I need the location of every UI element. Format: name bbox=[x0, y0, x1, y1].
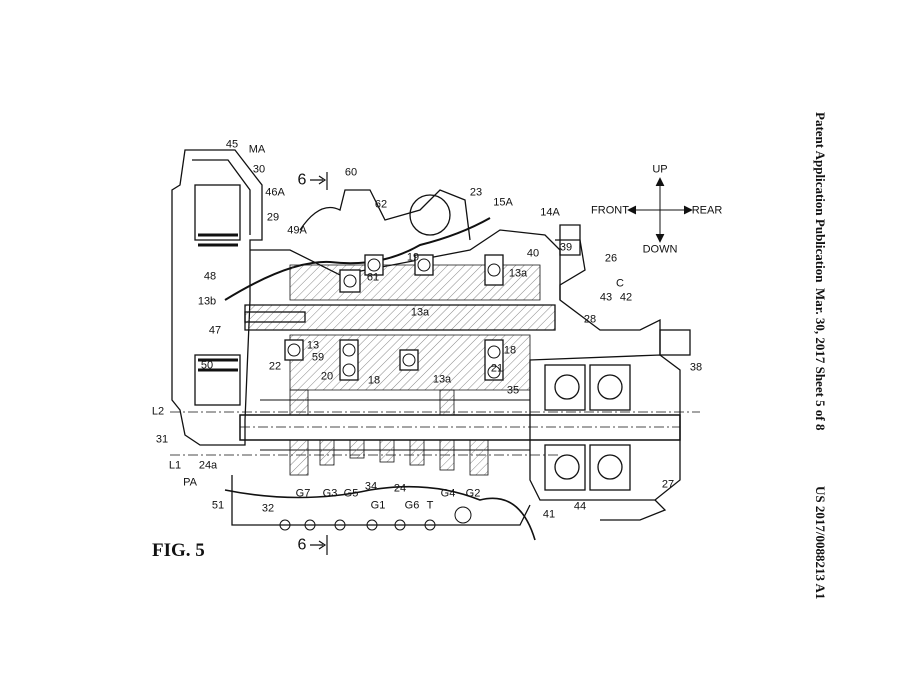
ref-label: 41 bbox=[542, 508, 556, 521]
ref-label: 31 bbox=[155, 433, 169, 446]
direction-down-label: DOWN bbox=[642, 243, 678, 256]
ref-label: 29 bbox=[266, 211, 280, 224]
ref-label: 24a bbox=[198, 459, 218, 472]
ref-label: G2 bbox=[465, 487, 481, 500]
ref-label: 42 bbox=[619, 291, 633, 304]
ref-label: 47 bbox=[208, 324, 222, 337]
ref-label: 14A bbox=[540, 206, 560, 219]
ref-label: 15A bbox=[493, 196, 513, 209]
ref-label: G3 bbox=[322, 487, 338, 500]
ref-label: 13a bbox=[432, 373, 452, 386]
ref-label: 35 bbox=[506, 384, 520, 397]
direction-front-label: FRONT bbox=[591, 204, 629, 217]
ref-label: C bbox=[616, 277, 624, 290]
ref-label: 18 bbox=[367, 374, 381, 387]
section-mark-bottom: 6 bbox=[297, 536, 307, 554]
ref-label: 28 bbox=[583, 313, 597, 326]
ref-label: L1 bbox=[168, 459, 182, 472]
direction-up-label: UP bbox=[652, 163, 668, 176]
ref-label: 39 bbox=[559, 241, 573, 254]
ref-label: 40 bbox=[526, 247, 540, 260]
ref-label: G6 bbox=[404, 499, 420, 512]
ref-label: 50 bbox=[200, 359, 214, 372]
ref-label: 46A bbox=[265, 186, 285, 199]
ref-label: 24 bbox=[393, 482, 407, 495]
ref-label: 13a bbox=[508, 267, 528, 280]
ref-label: 20 bbox=[320, 370, 334, 383]
ref-label: 62 bbox=[374, 198, 388, 211]
ref-label: 38 bbox=[689, 361, 703, 374]
direction-rear-label: REAR bbox=[691, 204, 723, 217]
figure-label: FIG. 5 bbox=[152, 540, 205, 561]
ref-label: G1 bbox=[370, 499, 386, 512]
ref-label: 18 bbox=[503, 344, 517, 357]
ref-label: 45 bbox=[225, 138, 239, 151]
ref-label: 22 bbox=[268, 360, 282, 373]
ref-label: L2 bbox=[151, 405, 165, 418]
ref-label: 59 bbox=[311, 351, 325, 364]
section-mark-top: 6 bbox=[297, 171, 307, 189]
ref-label: PA bbox=[183, 476, 197, 489]
ref-label: 30 bbox=[252, 163, 266, 176]
ref-label: 43 bbox=[599, 291, 613, 304]
ref-label: 48 bbox=[203, 270, 217, 283]
ref-label: 60 bbox=[344, 166, 358, 179]
ref-label: T bbox=[426, 499, 434, 512]
ref-label: G7 bbox=[295, 487, 311, 500]
ref-label: 21 bbox=[490, 362, 504, 375]
ref-label: 61 bbox=[366, 271, 380, 284]
ref-label: 13 bbox=[306, 339, 320, 352]
ref-label: 13a bbox=[410, 306, 430, 319]
ref-label: 32 bbox=[261, 502, 275, 515]
ref-label: 34 bbox=[364, 480, 378, 493]
ref-label: G5 bbox=[343, 487, 359, 500]
ref-label: 23 bbox=[469, 186, 483, 199]
ref-label: 26 bbox=[604, 252, 618, 265]
ref-label: 19 bbox=[406, 251, 420, 264]
ref-label: 27 bbox=[661, 478, 675, 491]
ref-label: 13b bbox=[197, 295, 217, 308]
ref-label: 49A bbox=[287, 224, 307, 237]
ref-label: 44 bbox=[573, 500, 587, 513]
ref-label: 51 bbox=[211, 499, 225, 512]
ref-label: MA bbox=[248, 143, 266, 156]
ref-label: G4 bbox=[440, 487, 456, 500]
